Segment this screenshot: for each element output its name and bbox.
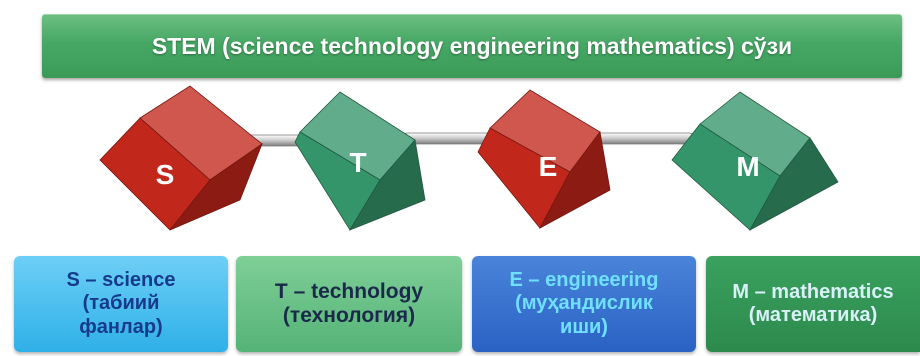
definition-text-science: S – science (табиий фанлар)	[66, 269, 176, 338]
cube-t: T	[294, 91, 426, 231]
cube-m: M	[671, 91, 839, 232]
stem-title-banner: STEM (science technology engineering mat…	[42, 14, 902, 78]
definition-box-engineering: E – engineering (муҳандислик иши)	[472, 256, 696, 352]
cube-s: S	[99, 85, 263, 231]
definition-text-engineering: E – engineering (муҳандислик иши)	[509, 269, 659, 338]
definition-box-technology: T – technology (технология)	[236, 256, 462, 352]
definition-text-mathematics: M – mathematics (математика)	[732, 280, 894, 326]
cube-face	[169, 142, 263, 231]
cube-letter-t: T	[349, 147, 366, 178]
definition-text-technology: T – technology (технология)	[274, 279, 424, 327]
cube-face	[748, 137, 839, 232]
cube-e: E	[477, 89, 611, 229]
cube-letter-m: M	[736, 151, 759, 182]
stem-cubes-diagram: S T E M	[99, 85, 839, 232]
stem-title-text: STEM (science technology engineering mat…	[151, 32, 793, 59]
cube-face	[349, 139, 426, 231]
cube-letter-e: E	[539, 151, 558, 182]
connector-rod	[593, 132, 695, 145]
definition-box-mathematics: M – mathematics (математика)	[706, 256, 920, 352]
definition-box-science: S – science (табиий фанлар)	[14, 256, 228, 352]
cube-face	[539, 131, 611, 229]
cube-letter-s: S	[156, 159, 175, 190]
